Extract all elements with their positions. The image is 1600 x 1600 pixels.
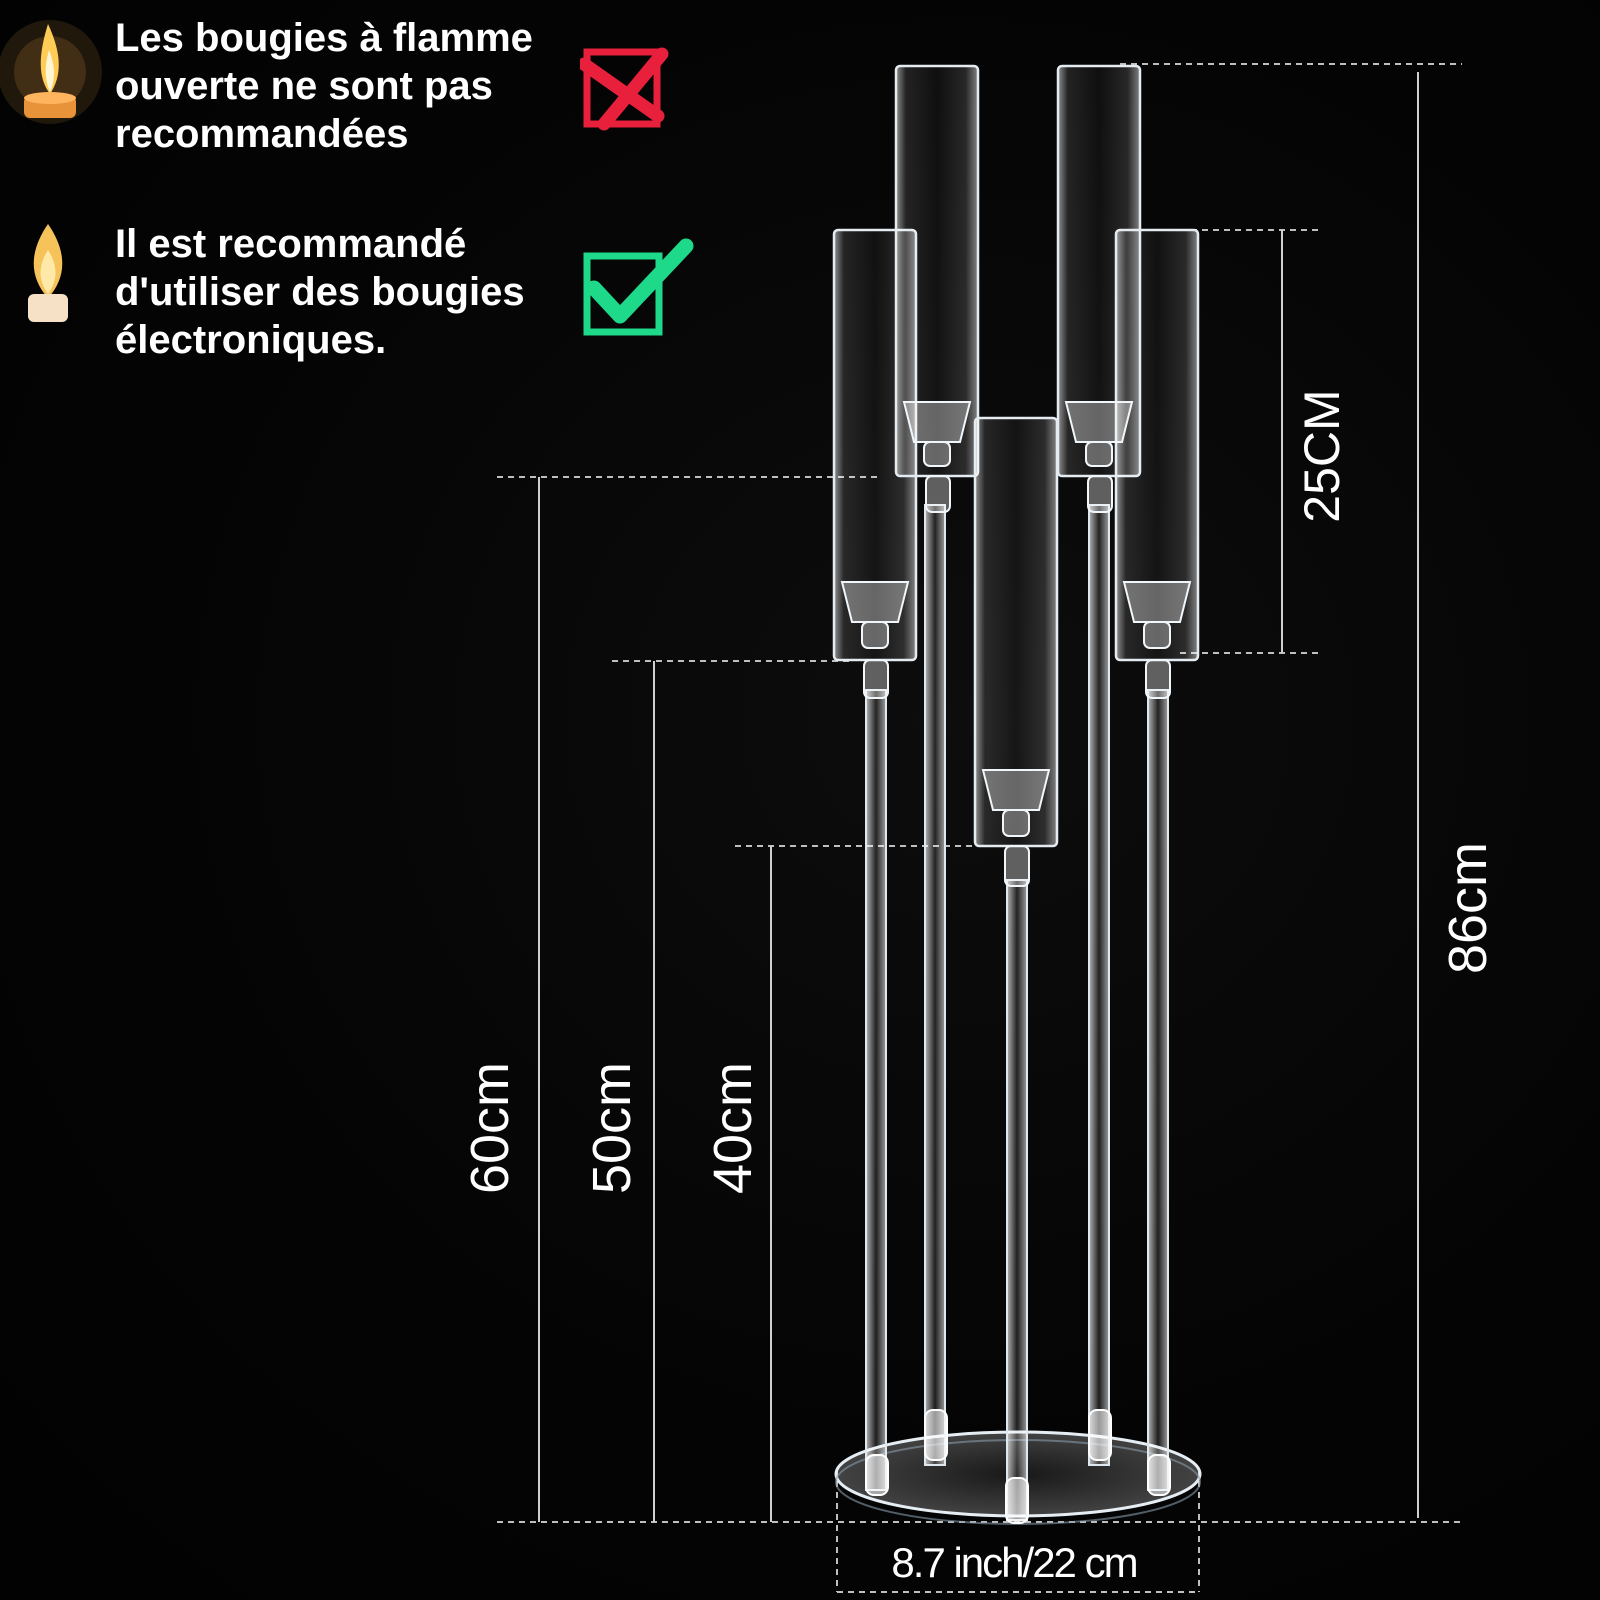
total-height-label: 86cm [1438, 841, 1498, 975]
rod-right [1147, 689, 1169, 1491]
cylinder-25-label: 25CM [1294, 389, 1350, 523]
led-candle-icon [28, 224, 68, 322]
height-50-label: 50cm [582, 1061, 642, 1195]
rod-inner-left [924, 504, 946, 1466]
rod-feet [865, 1409, 1171, 1524]
rod-left [865, 689, 887, 1491]
red-cross-mark-icon [580, 47, 669, 131]
candle-cups [840, 401, 1192, 887]
open-flame-candle-icon [0, 20, 102, 124]
electronic-candle-recommendation-text: Il est recommandé d'utiliser des bougies… [115, 222, 525, 362]
base-width-label: 8.7 inch/22 cm [891, 1539, 1138, 1586]
green-check-mark-icon [583, 238, 694, 336]
measurement-lines [538, 72, 1419, 1522]
glass-cylinders [832, 64, 1200, 848]
open-flame-warning-text: Les bougies à flamme ouverte ne sont pas… [115, 16, 533, 156]
rod-center [1006, 879, 1028, 1521]
support-rods [865, 504, 1169, 1521]
height-60-label: 60cm [460, 1061, 520, 1195]
measurement-guides [497, 63, 1462, 1593]
rod-inner-right [1088, 504, 1110, 1466]
height-40-label: 40cm [703, 1061, 763, 1195]
